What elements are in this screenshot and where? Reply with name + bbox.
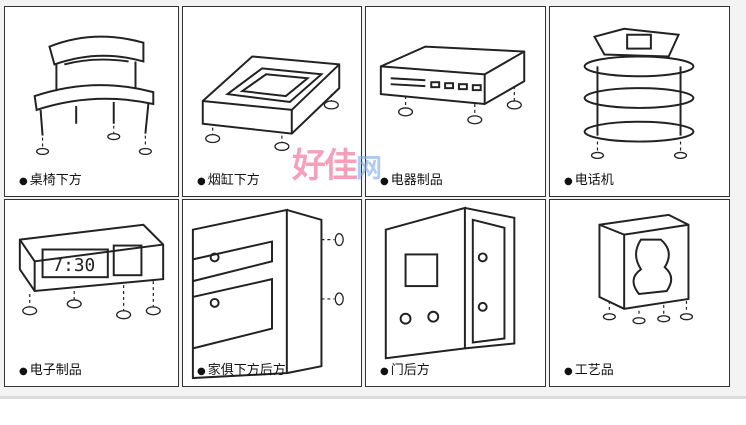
door-icon [384, 206, 516, 360]
bottom-bar [0, 396, 746, 425]
label-ashtray: ●烟缸下方 [197, 169, 260, 188]
cell-door: ●门后方 [365, 199, 546, 387]
digital-clock-icon: 7:30 [18, 223, 165, 320]
bullet: ● [197, 366, 206, 377]
bullet: ● [380, 366, 389, 377]
label-chair: ●桌椅下方 [19, 169, 82, 188]
label-telephone: ●电话机 [564, 169, 614, 188]
label-text: 家俱下方后方 [207, 363, 286, 378]
cell-ashtray: ●烟缸下方 [182, 6, 362, 197]
electric-appliance-icon [379, 45, 526, 125]
bullet: ● [19, 366, 28, 377]
label-text: 烟缸下方 [207, 173, 260, 188]
placement-grid: ●桌椅下方 [4, 6, 730, 388]
cell-telephone: ●电话机 [549, 6, 730, 197]
label-artwork: ●工艺品 [564, 359, 614, 378]
label-text: 电话机 [574, 173, 614, 188]
ashtray-icon [201, 55, 341, 152]
bullet: ● [380, 176, 389, 187]
cell-cabinet: ●家俱下方后方 [182, 199, 362, 387]
art-display-icon [598, 213, 694, 325]
label-text: 工艺品 [574, 363, 614, 378]
cell-artwork: ●工艺品 [549, 199, 730, 387]
cell-chair: ●桌椅下方 [4, 6, 179, 197]
label-door: ●门后方 [380, 359, 430, 378]
telephone-icon [583, 27, 695, 160]
cell-electronics: 7:30 ●电子制品 [4, 199, 179, 387]
bullet: ● [564, 176, 573, 187]
label-electronics: ●电子制品 [19, 359, 82, 378]
chair-icon [33, 35, 155, 156]
cabinet-icon [191, 208, 344, 380]
label-text: 桌椅下方 [29, 173, 82, 188]
label-appliance: ●电器制品 [380, 169, 443, 188]
label-text: 电器制品 [390, 173, 443, 188]
bullet: ● [197, 176, 206, 187]
bullet: ● [19, 176, 28, 187]
clock-digits: 7:30 [52, 255, 95, 276]
cell-appliance: ●电器制品 [365, 6, 546, 197]
bullet: ● [564, 366, 573, 377]
label-cabinet: ●家俱下方后方 [197, 359, 286, 378]
label-text: 电子制品 [29, 363, 82, 378]
label-text: 门后方 [390, 363, 430, 378]
